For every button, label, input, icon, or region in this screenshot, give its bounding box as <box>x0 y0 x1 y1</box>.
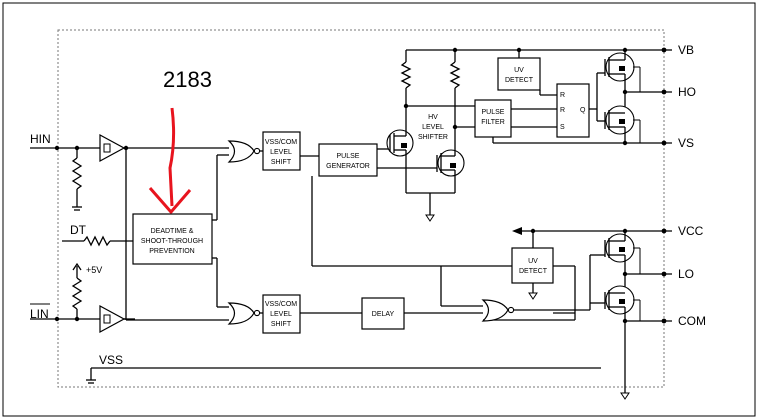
delay-block: DELAY <box>361 297 483 330</box>
hv-level-shifter: HV LEVEL SHIFTER <box>386 50 475 222</box>
level-shift-top-label-1: VSS/COM <box>265 139 297 146</box>
level-shift-bottom-block: VSS/COM LEVEL SHIFT <box>262 294 362 334</box>
pin-vb: VB <box>678 43 694 57</box>
level-shift-top-block: VSS/COM LEVEL SHIFT <box>262 131 319 171</box>
uv-detect-top-label-1: UV <box>514 67 524 74</box>
pin-ho: HO <box>678 85 696 99</box>
pulse-filter-label-2: FILTER <box>481 119 505 126</box>
level-shift-bottom-label-1: VSS/COM <box>265 301 297 308</box>
nor-gate-top <box>227 140 263 163</box>
level-shift-top-label-3: SHIFT <box>271 159 292 166</box>
pulse-generator-label-1: PULSE <box>337 153 360 160</box>
pin-lo: LO <box>678 267 694 281</box>
pulse-generator-block: PULSE GENERATOR <box>318 143 437 177</box>
level-shift-top-label-2: LEVEL <box>270 149 292 156</box>
deadtime-label-1: DEADTIME & <box>151 228 194 235</box>
latch-r2-label: R <box>560 107 565 114</box>
deadtime-wiring <box>126 147 229 321</box>
dt-resistor <box>62 235 133 247</box>
latch-q-label: Q <box>580 107 586 114</box>
pin-lin: LIN <box>30 307 49 321</box>
vss-rail <box>86 367 601 384</box>
uv-detect-top-label-2: DETECT <box>505 77 534 84</box>
pin-dt: DT <box>70 223 87 237</box>
pulse-filter-label-1: PULSE <box>482 109 505 116</box>
level-shift-bottom-label-3: SHIFT <box>271 321 292 328</box>
pin-hin: HIN <box>30 132 51 146</box>
pin-plus5v: +5V <box>86 265 102 275</box>
pin-vss: VSS <box>99 353 123 367</box>
pin-vcc: VCC <box>678 224 704 238</box>
chip-boundary <box>57 29 665 388</box>
pin-vs: VS <box>678 136 694 150</box>
pulse-generator-label-2: GENERATOR <box>326 163 370 170</box>
deadtime-label-2: SHOOT-THROUGH <box>141 238 203 245</box>
red-arrow-annotation <box>148 107 192 214</box>
latch-s-label: S <box>560 124 565 131</box>
latch-r1-label: R <box>560 92 565 99</box>
nor-gate-bottom <box>227 302 263 325</box>
deadtime-label-3: PREVENTION <box>149 248 195 255</box>
level-shift-bottom-label-2: LEVEL <box>270 311 292 318</box>
delay-label: DELAY <box>372 311 395 318</box>
hv-shifter-label-2: LEVEL <box>422 124 444 131</box>
deadtime-block: DEADTIME & SHOOT-THROUGH PREVENTION <box>132 213 213 265</box>
hv-shifter-label-1: HV <box>428 114 438 121</box>
part-number-annotation: 2183 <box>163 67 212 92</box>
hin-input-path <box>30 133 225 320</box>
hv-shifter-label-3: SHIFTER <box>418 134 448 141</box>
uv-detect-bottom-label-2: DETECT <box>519 268 548 275</box>
high-side-section: UV DETECT PULSE FILTER R R S Q <box>406 47 672 146</box>
low-side-section: UV DETECT <box>311 176 672 400</box>
uv-detect-bottom-label-1: UV <box>528 258 538 265</box>
pin-com: COM <box>678 314 706 328</box>
lin-input-path <box>30 262 135 334</box>
